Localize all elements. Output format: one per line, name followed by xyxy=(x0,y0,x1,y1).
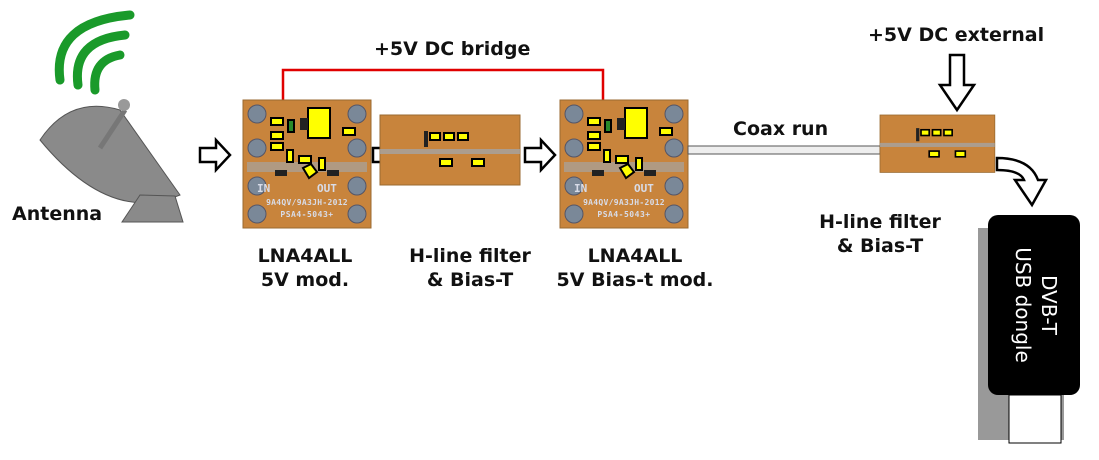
lna2-label: LNA4ALL 5V Bias-t mod. xyxy=(540,244,730,292)
arrow-icon xyxy=(198,138,232,172)
usb-dongle-icon xyxy=(978,215,1080,444)
filter2-label-line2: & Bias-T xyxy=(836,235,924,257)
dongle-label-line2: USB dongle xyxy=(1011,247,1035,363)
down-arrow-icon xyxy=(937,53,977,113)
lna1-label-line1: LNA4ALL xyxy=(257,245,353,267)
board2-callsign-text: 9A4QV/9A3JH-2012 xyxy=(583,198,665,207)
lna1-label: LNA4ALL 5V mod. xyxy=(230,244,380,292)
filter2-label-line1: H-line filter xyxy=(819,211,941,233)
board2-part-text: PSA4-5043+ xyxy=(597,210,651,219)
bridge-label: +5V DC bridge xyxy=(374,38,531,60)
board1-part-text: PSA4-5043+ xyxy=(280,210,334,219)
h-line-filter-board-2 xyxy=(879,114,996,174)
board2-silkscreen: IN OUT 9A4QV/9A3JH-2012 PSA4-5043+ xyxy=(560,100,688,228)
external-power-label: +5V DC external xyxy=(868,24,1045,46)
dongle-label-line1: DVB-T xyxy=(1037,274,1061,336)
coax-cable xyxy=(687,145,881,155)
filter2-label: H-line filter & Bias-T xyxy=(805,210,955,258)
antenna-dish-icon xyxy=(39,10,184,223)
filter1-label-line1: H-line filter xyxy=(409,245,531,267)
filter1-label: H-line filter & Bias-T xyxy=(385,244,555,292)
board1-out-text: OUT xyxy=(317,182,337,195)
lna2-label-line2: 5V Bias-t mod. xyxy=(556,269,714,291)
coax-label: Coax run xyxy=(733,118,829,140)
board1-in-text: IN xyxy=(257,182,271,195)
lna2-label-line1: LNA4ALL xyxy=(587,245,683,267)
dongle-label: DVB-T USB dongle xyxy=(992,215,1080,395)
h-line-filter-board-1 xyxy=(379,114,521,186)
board2-out-text: OUT xyxy=(634,182,654,195)
board1-silkscreen: IN OUT 9A4QV/9A3JH-2012 PSA4-5043+ xyxy=(243,100,371,228)
arrow-icon xyxy=(523,138,557,172)
lna1-label-line2: 5V mod. xyxy=(260,269,350,291)
filter1-label-line2: & Bias-T xyxy=(426,269,514,291)
board2-in-text: IN xyxy=(574,182,588,195)
antenna-label: Antenna xyxy=(12,203,103,225)
board1-callsign-text: 9A4QV/9A3JH-2012 xyxy=(266,198,348,207)
signal-waves-icon xyxy=(54,10,135,95)
bridge-wire xyxy=(281,68,605,104)
curved-arrow-icon xyxy=(995,156,1049,208)
